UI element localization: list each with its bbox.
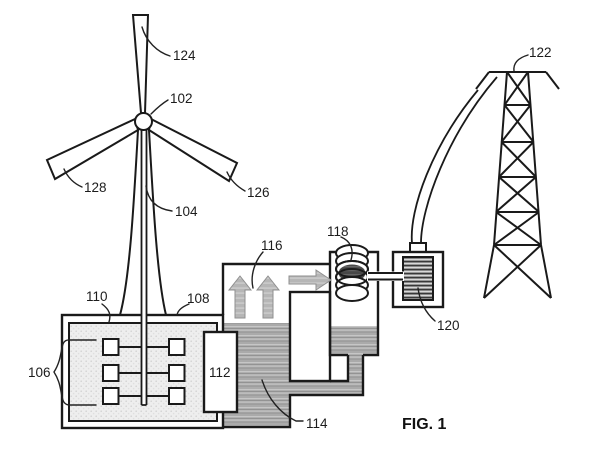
heating-element-square [102, 364, 120, 382]
vapor-up-arrow [227, 275, 253, 319]
transmission-tower [475, 71, 560, 299]
tower-rungs [494, 104, 541, 246]
power-lines [410, 76, 498, 244]
ref-120: 120 [437, 318, 460, 333]
leader-118 [340, 236, 353, 261]
vapor-flow-arrows [227, 269, 332, 319]
heating-elements [102, 338, 186, 405]
ref-104: 104 [175, 204, 198, 219]
blade-top [131, 14, 150, 114]
power-line-wire [410, 89, 479, 244]
heating-element-square [168, 387, 186, 405]
leader-114 [261, 379, 304, 422]
leader-108 [176, 303, 190, 316]
brace-106 [53, 339, 97, 406]
leader-116 [251, 251, 264, 289]
vapor-right-arrow [288, 269, 332, 291]
tower-bracing [483, 71, 552, 299]
leader-104 [145, 185, 173, 212]
ref-114: 114 [306, 416, 328, 431]
element-connectors [118, 346, 169, 397]
ref-110: 110 [86, 289, 108, 304]
leader-120 [417, 287, 436, 322]
ref-102: 102 [170, 91, 193, 106]
tower-crossarm [475, 71, 560, 90]
pipe-top-outline [330, 355, 350, 383]
separator-block [202, 330, 239, 414]
leader-122 [513, 54, 529, 72]
reference-numerals: 102 104 106 108 110 112 114 116 118 120 … [28, 45, 552, 431]
ref-108: 108 [187, 291, 210, 306]
ref-118: 118 [327, 224, 349, 239]
turbine-tower-shell [119, 129, 167, 316]
drive-shaft [367, 271, 404, 281]
leader-128 [63, 168, 83, 188]
heating-element-square [102, 338, 120, 356]
leader-102 [150, 99, 169, 115]
blade-right [147, 117, 239, 183]
rotor-shaft [140, 126, 148, 406]
leader-lines [53, 26, 529, 422]
ref-128: 128 [84, 180, 107, 195]
ref-124: 124 [173, 48, 196, 63]
blade-left [45, 117, 140, 181]
heating-element-square [102, 387, 120, 405]
heating-element-square [168, 364, 186, 382]
liquid-channel-outline [223, 355, 365, 429]
liquid-114 [223, 323, 378, 427]
ref-112: 112 [209, 365, 231, 380]
power-line-wire [420, 76, 498, 244]
wind-turbine [45, 14, 239, 406]
vapor-duct-outline [221, 262, 330, 315]
leader-124 [141, 26, 171, 57]
ref-122: 122 [529, 45, 552, 60]
duct-inner-wall [288, 290, 332, 383]
leader-126 [226, 171, 246, 192]
generator-windings [402, 256, 434, 301]
figure-caption: FIG. 1 [402, 416, 447, 433]
vapor-up-arrow [255, 275, 281, 319]
ref-106: 106 [28, 365, 51, 380]
ref-126: 126 [247, 185, 270, 200]
ref-116: 116 [261, 238, 283, 253]
heating-element-square [168, 338, 186, 356]
leader-110 [101, 303, 111, 323]
generator [391, 242, 445, 309]
rotor-hub [134, 112, 153, 131]
